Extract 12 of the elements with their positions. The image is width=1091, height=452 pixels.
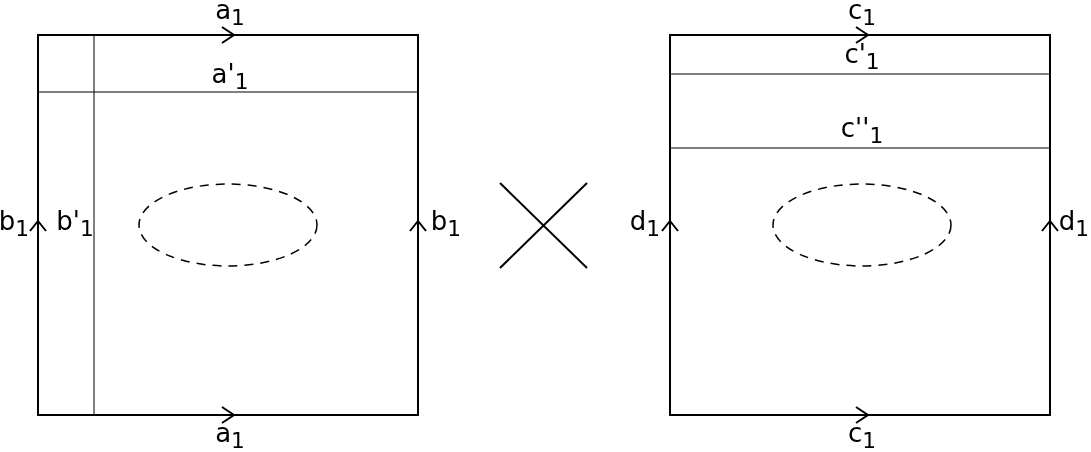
side-label: c''$_{1}$ bbox=[840, 112, 884, 151]
side-label: d$_{1}$ bbox=[629, 205, 661, 244]
side-label: a$_{1}$ bbox=[215, 0, 245, 33]
side-label: a'$_{1}$ bbox=[211, 58, 249, 97]
side-label: c$_{1}$ bbox=[847, 417, 877, 452]
side-label: b'$_{1}$ bbox=[56, 205, 94, 244]
side-label: b$_{1}$ bbox=[0, 205, 30, 244]
side-label: b$_{1}$ bbox=[430, 205, 462, 244]
side-label: c$_{1}$ bbox=[847, 0, 877, 33]
side-label: d$_{1}$ bbox=[1058, 205, 1090, 244]
side-label: c'$_{1}$ bbox=[844, 38, 880, 77]
side-label: a$_{1}$ bbox=[215, 417, 245, 452]
